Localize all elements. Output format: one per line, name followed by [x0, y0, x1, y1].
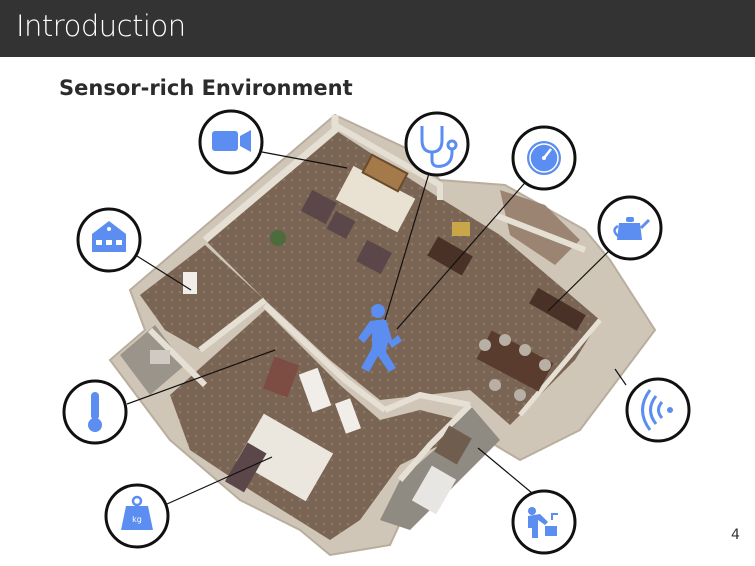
building-sensor	[76, 207, 142, 273]
title-bar: Introduction	[0, 0, 755, 57]
stethoscope-sensor	[404, 111, 470, 177]
wireless-signal-icon	[641, 389, 673, 431]
slide-subtitle: Sensor-rich Environment	[59, 76, 353, 100]
kettle-icon	[613, 217, 651, 240]
camera-icon	[212, 130, 251, 152]
page-number: 4	[731, 527, 740, 543]
kettle-sensor	[597, 195, 663, 261]
sensor-pointers	[126, 151, 627, 505]
person-at-sink-icon	[528, 507, 558, 538]
walking-person-icon	[358, 304, 402, 372]
clock-sensor	[511, 125, 577, 191]
wireless-sensor	[625, 377, 691, 443]
building-icon	[92, 221, 126, 252]
weight-unit-label: kg	[132, 515, 142, 524]
weight-sensor: kg	[104, 483, 170, 549]
weight-kg-icon	[121, 495, 153, 530]
thermometer-sensor	[62, 379, 128, 445]
stethoscope-icon	[420, 126, 458, 168]
slide-title: Introduction	[16, 9, 186, 43]
camera-sensor	[198, 109, 264, 175]
thermometer-icon	[88, 392, 102, 432]
clock-icon	[527, 141, 561, 175]
sink-sensor	[511, 489, 577, 555]
